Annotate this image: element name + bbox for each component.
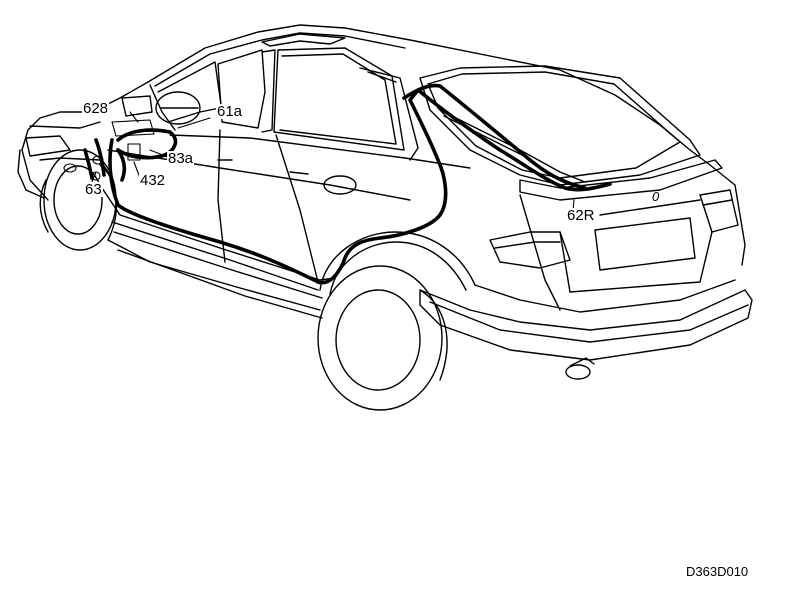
figure-reference-code: D363D010	[686, 564, 749, 579]
rear-wiper	[439, 109, 586, 183]
front-wheel-rim	[53, 165, 103, 235]
front-wheel-tire	[43, 149, 117, 251]
fuel-cap	[323, 175, 357, 195]
rear-wheel-rim	[335, 289, 421, 391]
door-handle-rear	[289, 171, 309, 175]
side-mirror	[121, 95, 153, 117]
leader-lines	[91, 111, 575, 223]
rear-spoiler	[519, 159, 723, 201]
exhaust-pipe	[565, 364, 591, 380]
rear-window	[419, 65, 701, 186]
harness-main-run	[108, 88, 612, 285]
callout-432: 432	[139, 172, 167, 189]
rear-wheel-tire	[317, 265, 443, 411]
tail-light-right	[699, 189, 739, 233]
rear-emblem: 0	[652, 189, 660, 204]
callout-63: 63	[84, 181, 103, 198]
rear-bumper	[419, 289, 753, 361]
harness-hatch-run	[402, 83, 587, 190]
callout-62r: 62R	[566, 207, 596, 224]
callout-628: 628	[82, 100, 110, 117]
car-body-outline	[17, 24, 753, 380]
callout-83a: 83a	[167, 150, 195, 167]
tail-light-left	[489, 231, 571, 269]
steering-wheel	[155, 91, 201, 125]
callout-61a: 61a	[216, 103, 244, 120]
sunroof	[261, 33, 346, 47]
connector-block-432	[127, 143, 141, 161]
